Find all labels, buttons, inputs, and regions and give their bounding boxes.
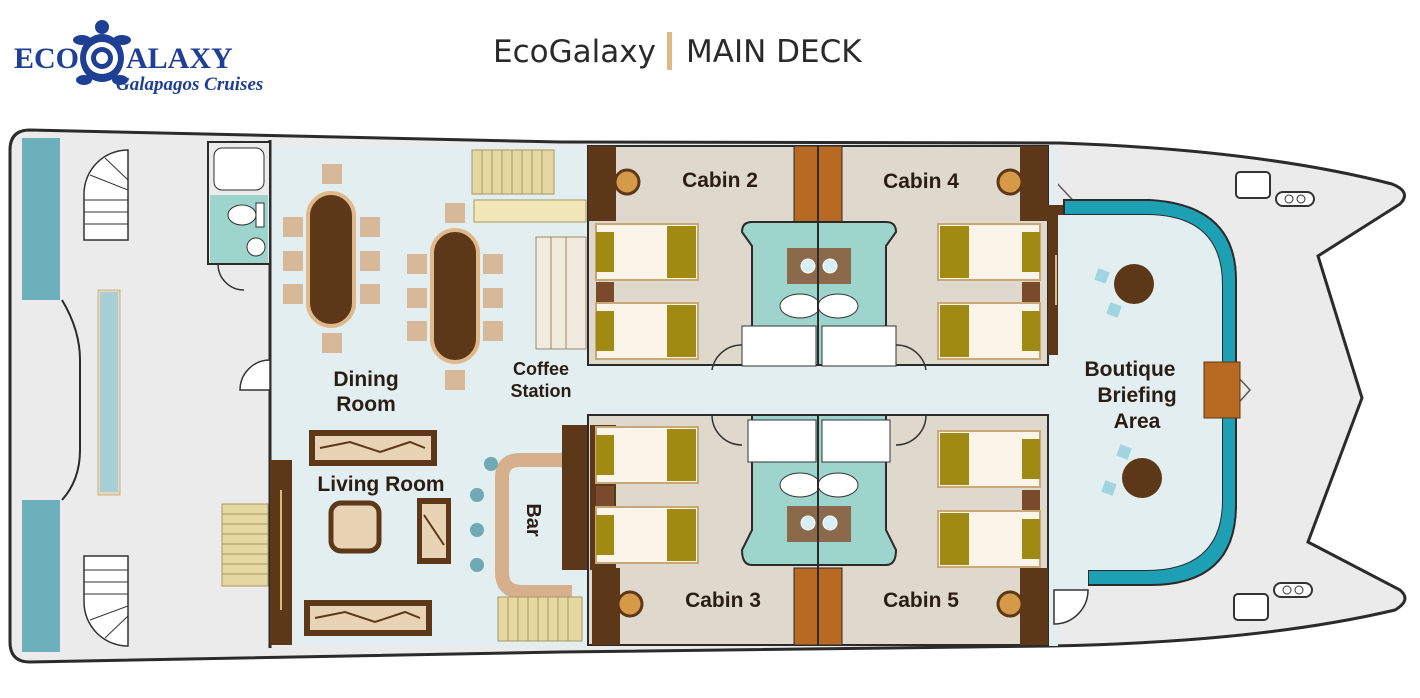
aft-door-swing xyxy=(239,359,271,391)
label-coffee-line2: Station xyxy=(511,381,572,401)
logo-subtitle: Galapagos Cruises xyxy=(116,74,263,95)
label-cabin-3: Cabin 3 xyxy=(685,589,761,612)
deck-title: MAIN DECK xyxy=(686,34,862,70)
counter xyxy=(473,199,587,223)
label-dining-line2: Room xyxy=(336,393,396,416)
cabin-2-beds xyxy=(595,223,699,360)
coffee-station-shelf xyxy=(535,236,587,350)
fwd-stairs-top-treads xyxy=(481,150,543,194)
deck-box-bottom xyxy=(1233,593,1269,621)
bollard-bottom-icon xyxy=(1273,582,1313,598)
cabin-5-beds xyxy=(937,430,1041,568)
logo-text-right: ALAXY xyxy=(126,42,233,75)
aft-stairs-treads xyxy=(222,513,268,575)
cabin-3-beds xyxy=(595,426,699,564)
deck-box-top xyxy=(1235,171,1271,199)
label-cabin-2: Cabin 2 xyxy=(682,169,758,192)
fwd-stairs-top xyxy=(471,149,555,195)
cabin-3-chair xyxy=(616,590,644,618)
spiral-stairs-bottom-icon xyxy=(83,555,129,647)
closet-bottom xyxy=(793,567,843,646)
label-dining-line1: Dining xyxy=(333,368,398,391)
fwd-connection xyxy=(1048,146,1058,646)
bathroom-bottom xyxy=(740,414,898,566)
cabin-2-panel xyxy=(588,146,616,221)
cabin-4-door-swing xyxy=(895,344,927,371)
cabin-4-chair xyxy=(996,168,1024,196)
dining-table-2 xyxy=(407,203,503,390)
label-coffee-line1: Coffee xyxy=(513,359,569,379)
corridor xyxy=(588,365,1058,415)
logo-text-left: ECO xyxy=(14,42,79,75)
side-table xyxy=(417,498,451,564)
bow-notch-line xyxy=(1307,255,1364,543)
label-boutique-line1: Boutique xyxy=(1085,358,1176,381)
label-bar: Bar xyxy=(522,503,544,537)
aft-stairs xyxy=(221,503,269,587)
label-cabin-4: Cabin 4 xyxy=(883,170,959,193)
sofa-bottom xyxy=(304,600,432,636)
cabin-2-chair xyxy=(613,168,641,196)
cabin-3-door-swing xyxy=(711,414,743,446)
brand-title: EcoGalaxy xyxy=(493,34,656,70)
fwd-stairs-bottom-treads xyxy=(507,597,569,641)
label-boutique-line2: Briefing xyxy=(1097,384,1176,407)
cabin-2-door-swing xyxy=(711,344,743,371)
cabin-3-door-panel xyxy=(592,568,620,645)
label-boutique-line3: Area xyxy=(1114,410,1161,433)
cabin-5-door-swing xyxy=(895,414,927,446)
cabin-5-chair xyxy=(996,590,1024,618)
dining-table-1 xyxy=(283,164,380,353)
cabin-5-panel xyxy=(1020,568,1048,645)
restroom xyxy=(207,141,271,291)
closet-top xyxy=(793,145,843,223)
title-divider xyxy=(667,32,672,70)
cabin-4-beds xyxy=(937,223,1041,360)
boutique-briefing-area xyxy=(1053,199,1241,625)
ecogalaxy-logo: ECO ALAXY Galapagos Cruises xyxy=(14,20,263,95)
armchair xyxy=(328,500,382,554)
turtle-logo-icon xyxy=(73,20,131,85)
stern-platform xyxy=(22,138,121,652)
bollard-top-icon xyxy=(1275,191,1315,207)
spiral-stairs-top-icon xyxy=(83,149,129,241)
fwd-stairs-bottom xyxy=(497,596,583,642)
label-cabin-5: Cabin 5 xyxy=(883,589,959,612)
cabin-4-panel xyxy=(1020,146,1048,221)
label-living-room: Living Room xyxy=(317,473,444,496)
bar-counter xyxy=(470,425,588,599)
sofa-top xyxy=(309,430,437,466)
bathroom-top xyxy=(740,221,898,367)
